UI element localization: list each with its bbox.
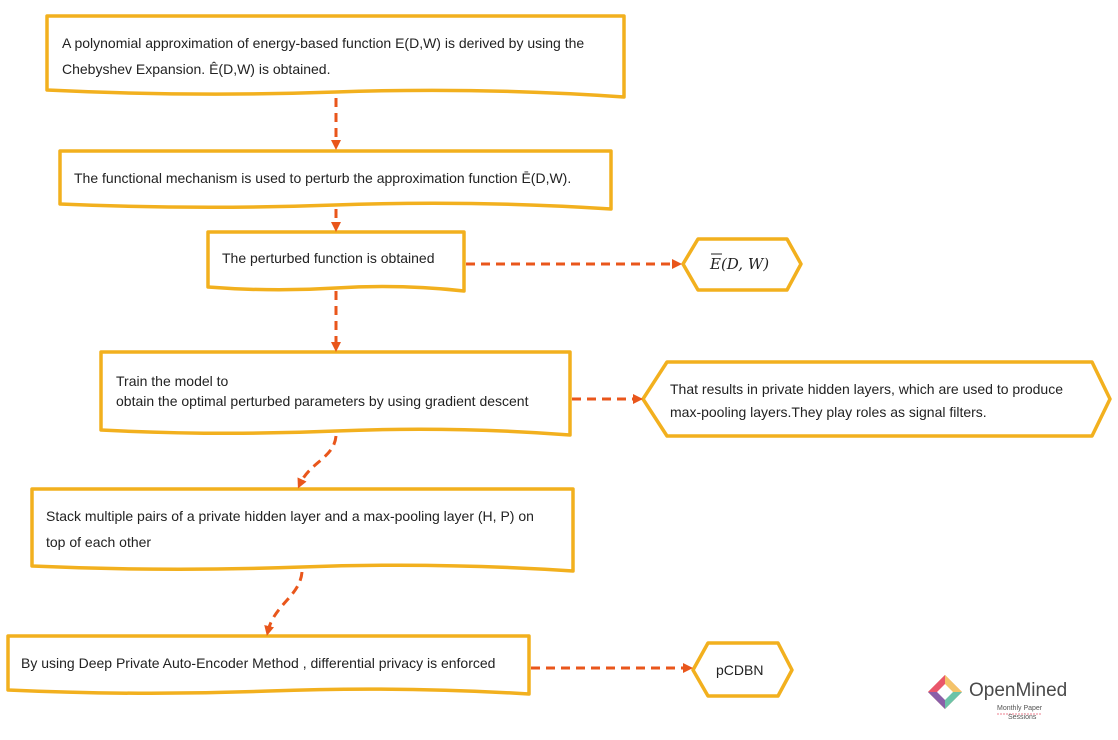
logo-subtitle-line2: Sessions [1008,714,1037,721]
perturbed-equation-hexagon [681,237,803,292]
step5-line2: top of each other [46,534,152,550]
step5-box [30,487,575,573]
step2-line: The functional mechanism is used to pert… [74,170,572,186]
step2-box [58,149,613,211]
step1-line2: Chebyshev Expansion. Ê(D,W) is obtained. [62,61,331,77]
step1-text: A polynomial approximation of energy-bas… [62,30,622,82]
step2-text: The functional mechanism is used to pert… [74,165,610,191]
step1-box [45,14,626,99]
logo-subtitle-line1: Monthly Paper [997,705,1043,712]
step6-line: By using Deep Private Auto-Encoder Metho… [21,655,496,671]
step6-box [6,634,531,696]
step4-line1: Train the model to [116,373,229,389]
logo-name: OpenMined [969,680,1068,701]
result-hexagon [691,641,794,698]
hidden-layers-line2: max-pooling layers.They play roles as si… [670,404,987,420]
step5-text: Stack multiple pairs of a private hidden… [46,503,571,555]
step6-text: By using Deep Private Auto-Encoder Metho… [21,650,527,676]
hidden-layers-text: That results in private hidden layers, w… [670,376,1095,425]
step4-text: Train the model to obtain the optimal pe… [116,368,568,414]
arrow-step5-to-step6 [264,571,304,636]
hidden-layers-hexagon [641,360,1112,438]
step4-line2: obtain the optimal perturbed parameters … [116,393,529,409]
step3-text: The perturbed function is obtained [222,245,462,271]
step3-line: The perturbed function is obtained [222,250,435,266]
step5-line1: Stack multiple pairs of a private hidden… [46,508,534,524]
result-label: pCDBN [716,662,764,678]
step4-box [99,350,572,437]
perturbed-equation-label: E(D, W) [710,255,770,273]
step3-box [206,230,466,293]
openmined-logo-icon [928,675,962,709]
step1-line1: A polynomial approximation of energy-bas… [62,35,585,51]
hidden-layers-line1: That results in private hidden layers, w… [670,381,1063,397]
arrow-step4-to-step5 [297,435,338,489]
